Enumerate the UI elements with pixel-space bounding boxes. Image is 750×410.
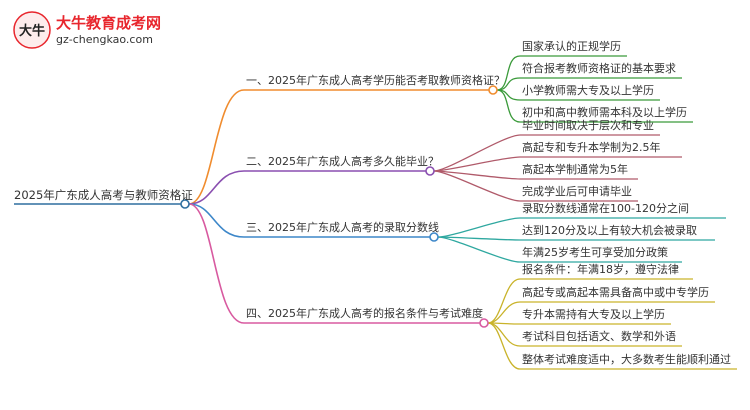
branch-label: 二、2025年广东成人高考多久能毕业？	[246, 155, 439, 168]
root-node-toggle[interactable]	[180, 199, 190, 209]
branch-label: 三、2025年广东成人高考的录取分数线	[246, 221, 439, 234]
site-logo[interactable]: 大牛 大牛教育成考网 gz-chengkao.com	[12, 8, 172, 52]
connector-line	[487, 322, 521, 347]
leaf-label: 毕业时间取决于层次和专业	[522, 119, 654, 132]
logo-mark-icon: 大牛	[13, 11, 51, 49]
connector-line	[496, 55, 521, 91]
leaf-label: 高起专或高起本需具备高中或中专学历	[522, 286, 709, 299]
leaf-label: 国家承认的正规学历	[522, 40, 621, 53]
leaf-label: 达到120分及以上有较大机会被录取	[522, 224, 697, 237]
connector-line	[188, 203, 245, 324]
leaf-label: 符合报考教师资格证的基本要求	[522, 62, 676, 75]
leaf-label: 录取分数线通常在100-120分之间	[522, 202, 689, 215]
connector-line	[487, 278, 521, 324]
leaf-label: 高起本学制通常为5年	[522, 163, 628, 176]
connector-line	[487, 301, 521, 324]
connector-line	[487, 322, 521, 370]
connector-line	[188, 89, 245, 205]
connector-line	[437, 236, 521, 263]
branch-node-toggle[interactable]	[429, 232, 439, 242]
leaf-label: 整体考试难度适中，大多数考生能顺利通过	[522, 353, 731, 366]
branch-label: 一、2025年广东成人高考学历能否考取教师资格证？	[246, 74, 505, 87]
logo-mark-text: 大牛	[19, 23, 45, 39]
leaf-label: 小学教师需大专及以上学历	[522, 84, 654, 97]
branch-label: 四、2025年广东成人高考的报名条件与考试难度	[246, 307, 483, 320]
leaf-label: 考试科目包括语文、数学和外语	[522, 330, 676, 343]
leaf-label: 完成学业后可申请毕业	[522, 185, 632, 198]
branch-node-toggle[interactable]	[479, 318, 489, 328]
connector-line	[188, 170, 245, 205]
connector-line	[433, 156, 521, 172]
leaf-label: 年满25岁考生可享受加分政策	[522, 246, 668, 259]
logo-url: gz-chengkao.com	[56, 33, 153, 46]
connector-line	[437, 217, 521, 238]
connector-line	[496, 89, 521, 123]
connector-line	[188, 203, 245, 238]
connector-line	[433, 170, 521, 180]
leaf-label: 报名条件：年满18岁，遵守法律	[522, 263, 679, 276]
leaf-label: 专升本需持有大专及以上学历	[522, 308, 665, 321]
leaf-label: 高起专和专升本学制为2.5年	[522, 141, 661, 154]
mindmap-root: 2025年广东成人高考与教师资格证	[14, 188, 193, 202]
connector-line	[433, 134, 521, 172]
branch-node-toggle[interactable]	[488, 85, 498, 95]
branch-node-toggle[interactable]	[425, 166, 435, 176]
connector-line	[437, 236, 521, 241]
connector-line	[433, 170, 521, 202]
leaf-label: 初中和高中教师需本科及以上学历	[522, 106, 687, 119]
logo-title: 大牛教育成考网	[56, 14, 162, 32]
